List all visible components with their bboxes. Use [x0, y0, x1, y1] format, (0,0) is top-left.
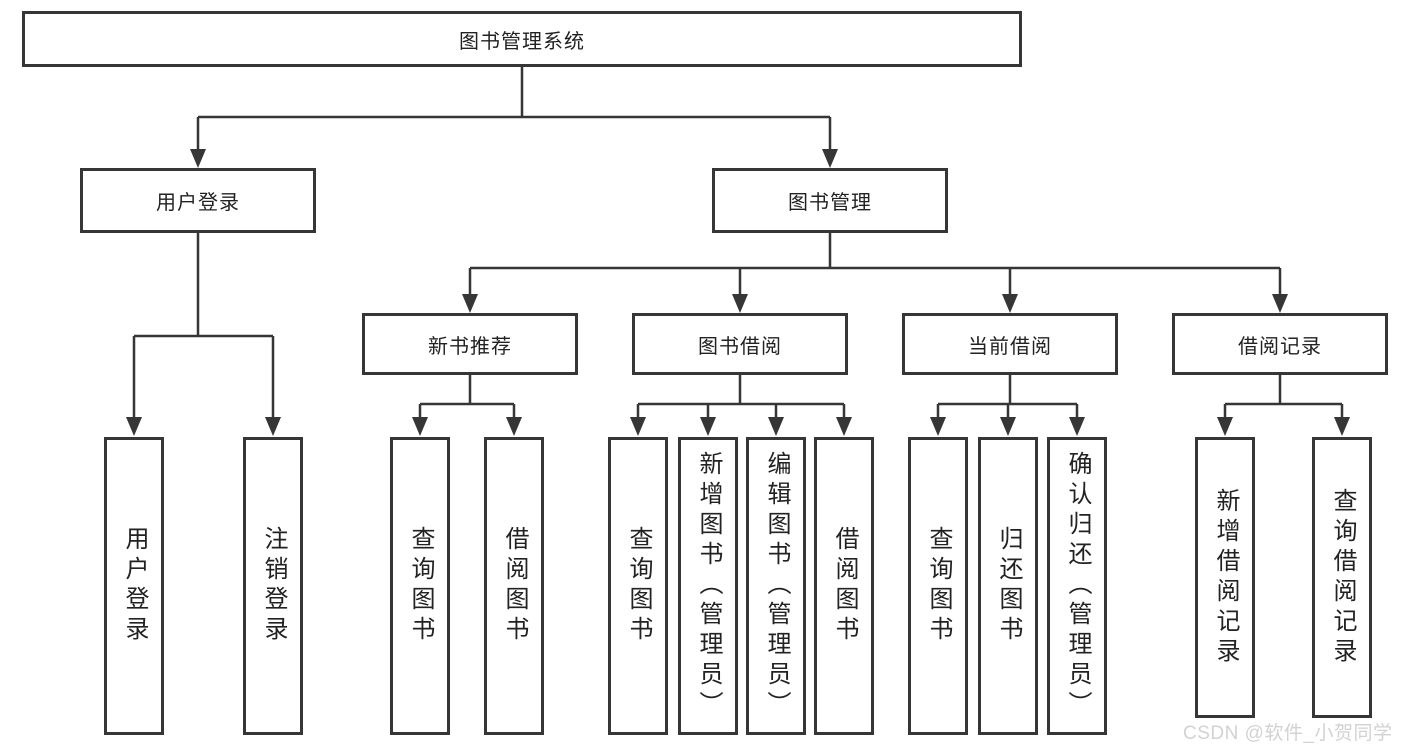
leaf-query-books-current: 查询图书	[908, 437, 968, 735]
connector-book-borrow-to-leaves	[636, 375, 846, 420]
leaf-label: 新增借阅记录	[1212, 487, 1239, 668]
arrowheads	[126, 149, 1350, 436]
arrowhead-icon	[265, 417, 281, 436]
arrowhead-icon	[930, 417, 946, 436]
arrowhead-icon	[1000, 417, 1016, 436]
leaf-borrow-books-recommend: 借阅图书	[484, 437, 544, 735]
node-borrow-records: 借阅记录	[1172, 313, 1388, 375]
arrowhead-icon	[412, 417, 428, 436]
leaf-label: 查询图书	[925, 526, 952, 646]
connector-borrow-records-to-leaves	[1223, 375, 1344, 420]
leaf-label: 归还图书	[995, 526, 1022, 646]
arrowhead-icon	[732, 294, 748, 313]
connector-user-login-to-leaves	[132, 233, 275, 420]
leaf-query-books-recommend: 查询图书	[390, 437, 450, 735]
leaf-label: 编辑图书（管理员）	[763, 451, 790, 721]
leaf-label: 借阅图书	[501, 526, 528, 646]
leaf-return-books: 归还图书	[978, 437, 1038, 735]
arrowhead-icon	[1217, 417, 1233, 436]
leaf-label: 新增图书（管理员）	[695, 451, 722, 721]
leaf-query-books-borrow: 查询图书	[608, 437, 668, 735]
node-book-management: 图书管理	[712, 168, 948, 233]
node-label: 当前借阅	[968, 335, 1052, 358]
connector-root-to-level2	[196, 66, 832, 152]
leaf-label: 查询借阅记录	[1329, 487, 1356, 668]
arrowhead-icon	[700, 417, 716, 436]
node-current-borrow: 当前借阅	[902, 313, 1118, 375]
node-label: 用户登录	[156, 192, 240, 214]
leaf-user-login: 用户登录	[104, 437, 164, 735]
arrowhead-icon	[836, 417, 852, 436]
leaf-add-borrow-record: 新增借阅记录	[1195, 437, 1255, 718]
arrowhead-icon	[1334, 417, 1350, 436]
node-label: 借阅记录	[1238, 335, 1322, 358]
arrowhead-icon	[1069, 417, 1085, 436]
leaf-label: 查询图书	[407, 526, 434, 646]
node-label: 图书管理	[788, 192, 872, 214]
arrowhead-icon	[822, 149, 838, 168]
leaf-borrow-books: 借阅图书	[814, 437, 874, 735]
arrowhead-icon	[126, 417, 142, 436]
node-new-book-recommend: 新书推荐	[362, 313, 578, 375]
csdn-watermark: CSDN @软件_小贺同学	[1183, 723, 1393, 744]
leaf-confirm-return-admin: 确认归还（管理员）	[1047, 437, 1107, 735]
leaf-label: 用户登录	[121, 526, 148, 646]
arrowhead-icon	[506, 417, 522, 436]
connector-book-management-to-level3	[468, 233, 1282, 297]
node-root-library-management-system: 图书管理系统	[22, 11, 1022, 67]
leaf-label: 查询图书	[625, 526, 652, 646]
connector-current-borrow-to-leaves	[936, 375, 1079, 420]
leaf-label: 注销登录	[260, 526, 287, 646]
arrowhead-icon	[768, 417, 784, 436]
node-user-login: 用户登录	[80, 168, 316, 233]
node-label: 图书借阅	[698, 335, 782, 358]
arrowhead-icon	[462, 294, 478, 313]
leaf-label: 确认归还（管理员）	[1064, 451, 1091, 721]
arrowhead-icon	[630, 417, 646, 436]
arrowhead-icon	[1002, 294, 1018, 313]
arrowhead-icon	[190, 149, 206, 168]
node-label: 新书推荐	[428, 335, 512, 358]
connector-new-book-recommend-to-leaves	[418, 375, 516, 420]
node-label: 图书管理系统	[459, 30, 585, 53]
leaf-label: 借阅图书	[831, 526, 858, 646]
node-book-borrow: 图书借阅	[632, 313, 848, 375]
leaf-edit-books-admin: 编辑图书（管理员）	[746, 437, 806, 735]
leaf-add-books-admin: 新增图书（管理员）	[678, 437, 738, 735]
leaf-logout: 注销登录	[243, 437, 303, 735]
arrowhead-icon	[1272, 294, 1288, 313]
leaf-query-borrow-record: 查询借阅记录	[1312, 437, 1372, 718]
